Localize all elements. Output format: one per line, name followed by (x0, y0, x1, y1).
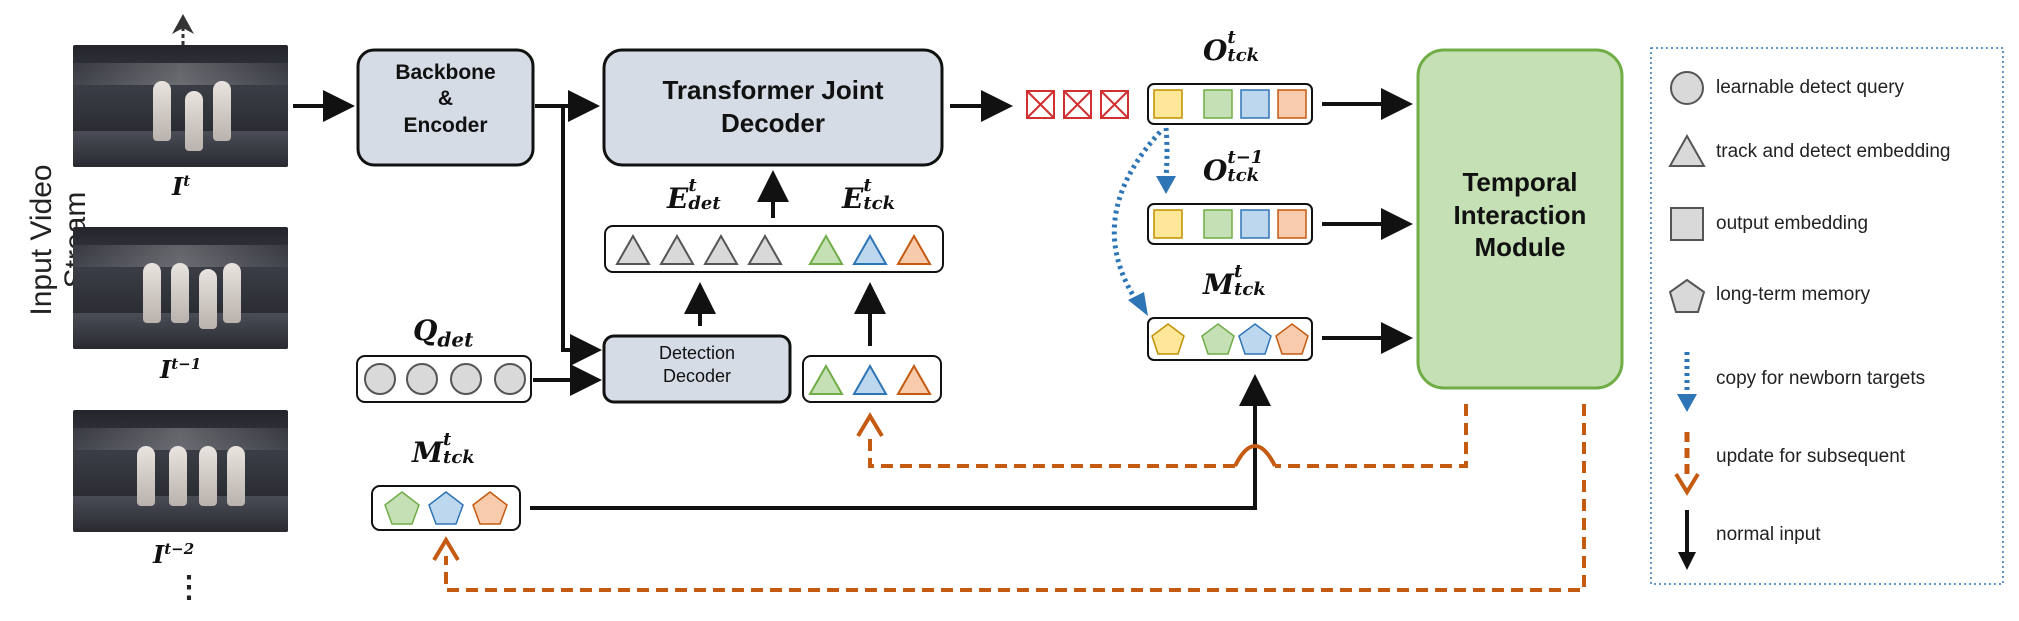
q-det-query-row (356, 355, 532, 403)
video-frame-t-1 (73, 227, 288, 349)
o-tck-prev-row (1147, 203, 1313, 245)
legend-text-query: learnable detect query (1716, 77, 1905, 98)
video-frame-t (73, 45, 288, 167)
legend-box (1650, 47, 2004, 585)
frame-ellipsis: ⋮ (174, 571, 204, 604)
filtered-outputs (1026, 90, 1129, 119)
temporal-module-label: Temporal Interaction Module (1453, 167, 1587, 262)
legend-text-output: output embedding (1716, 213, 1869, 234)
legend-triangle-icon (1668, 133, 1706, 167)
video-frame-t-2 (73, 410, 288, 532)
copy-newborn-arrows (1111, 127, 1176, 316)
backbone-encoder-label: Backbone & Encoder (395, 61, 496, 137)
transformer-decoder-label: Transformer Joint Decoder (662, 75, 884, 138)
legend-pentagon-icon (1668, 278, 1706, 313)
temporal-interaction-module-block (1416, 48, 1624, 390)
frame-label-t-1: It−1 (160, 355, 202, 384)
legend-text-memory: long-term memory (1716, 284, 1871, 305)
transformer-joint-decoder-block (602, 48, 944, 167)
m-tck-right-row (1147, 317, 1313, 361)
frame-label-t: It (172, 172, 191, 201)
o-tck-row (1147, 83, 1313, 125)
detection-decoder-label: Detection Decoder (658, 343, 736, 386)
legend-text-embedding: track and detect embedding (1716, 141, 1951, 162)
track-embedding-row (802, 355, 942, 403)
q-det-label: Qdet (413, 314, 474, 352)
frame-label-t-2: It−2 (153, 540, 195, 569)
legend-text-normal: normal input (1716, 524, 1821, 545)
update-subsequent-arrows (432, 404, 1586, 592)
legend-square-icon (1670, 207, 1704, 241)
legend-black-arrow-icon (1678, 552, 1696, 570)
top-frame-arrow (172, 14, 194, 45)
legend-orange-dashed-arrow-icon (1674, 472, 1700, 496)
legend-blue-dotted-arrow-icon (1677, 394, 1697, 412)
legend-circle-icon (1670, 71, 1704, 105)
m-tck-left-row (371, 485, 521, 531)
embedding-row (604, 225, 944, 273)
legend-text-copy: copy for newborn targets (1716, 368, 1926, 389)
legend-text-update: update for subsequent (1716, 446, 1906, 467)
backbone-encoder-block (356, 48, 535, 167)
detection-decoder-block (602, 334, 792, 404)
